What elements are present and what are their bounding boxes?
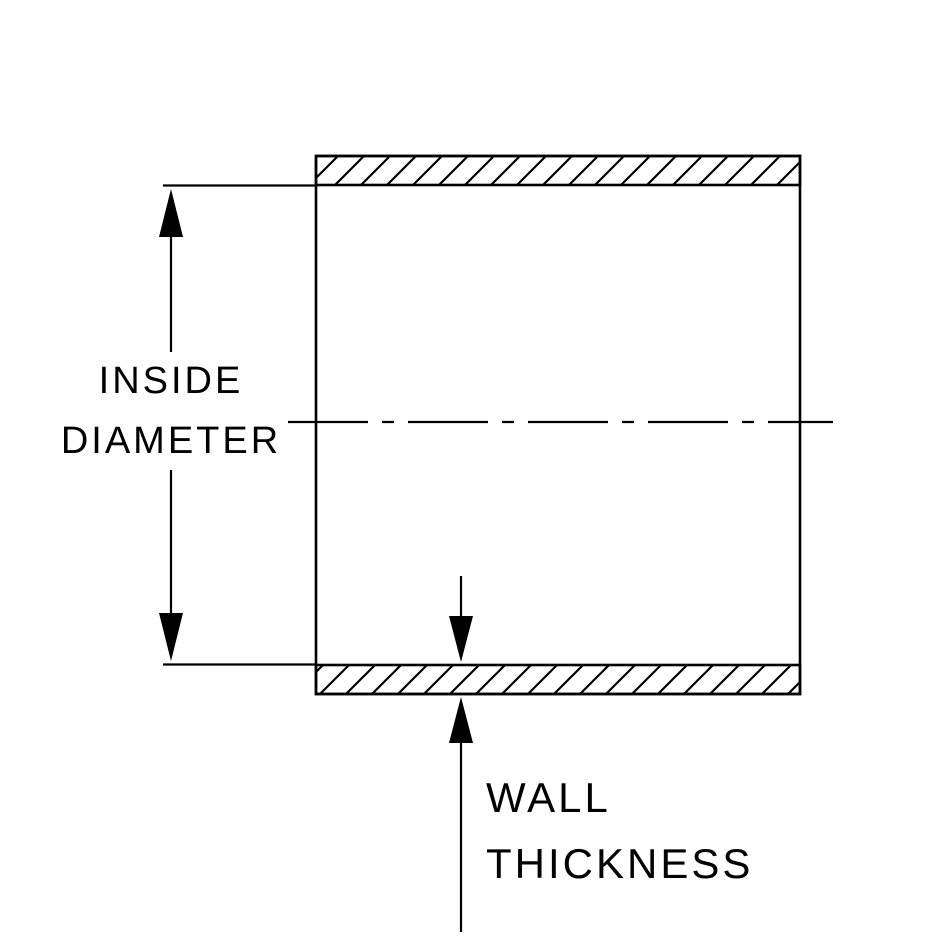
wall-thickness-label-line2: THICKNESS [486,840,753,887]
bottom-wall-section [314,663,802,696]
inside-diameter-label-line1: INSIDE [99,360,244,402]
wall-thickness-label-line1: WALL [486,774,611,821]
wall-thickness-arrow-up-icon [449,697,473,743]
inside-diameter-arrow-down-icon [159,613,183,661]
hose-body-outline [314,154,802,696]
inside-diameter-label-line2: DIAMETER [61,420,281,462]
top-wall-section [314,154,802,187]
wall-thickness-arrow-down-icon [449,616,473,662]
inside-diameter-arrow-up-icon [159,189,183,237]
